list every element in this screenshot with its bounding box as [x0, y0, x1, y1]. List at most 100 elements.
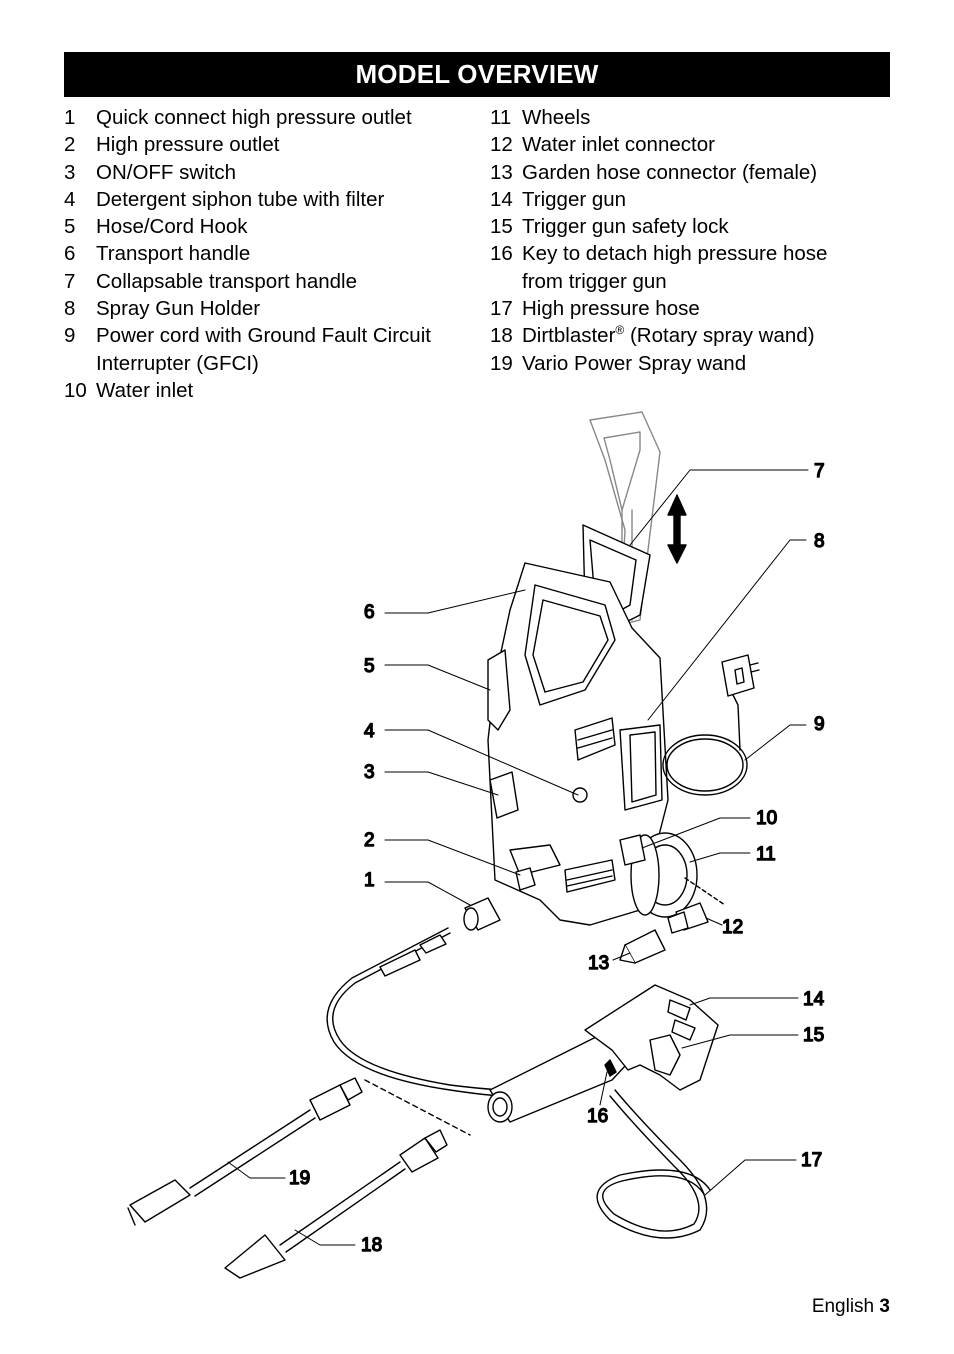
list-item: 15 Trigger gun safety lock	[490, 213, 900, 240]
list-item: 2 High pressure outlet	[64, 131, 484, 158]
item-number: 9	[64, 324, 76, 348]
list-item-continuation: Interrupter (GFCI)	[64, 350, 484, 377]
page-number: 3	[879, 1296, 890, 1317]
item-label-continued: from trigger gun	[522, 269, 667, 293]
item-number: 17	[490, 297, 513, 321]
trigger-gun-drawing	[487, 984, 719, 1123]
callout-8: 8	[814, 531, 825, 552]
parts-list-right: 11 Wheels 12 Water inlet connector 13 Garde…	[490, 104, 900, 377]
item-number: 18	[490, 324, 513, 348]
item-number: 15	[490, 215, 513, 239]
item-number: 16	[490, 242, 513, 266]
callout-6: 6	[364, 602, 375, 623]
item-number: 8	[64, 297, 76, 321]
pressure-washer-illustration: 7 8 6 5 9 4 3 10 2 11 1 12 13 14 15 16 1…	[127, 411, 825, 1279]
list-item: 5 Hose/Cord Hook	[64, 213, 484, 240]
item-label: Spray Gun Holder	[96, 297, 261, 321]
item-label: Quick connect high pressure outlet	[96, 106, 412, 129]
callout-18: 18	[361, 1235, 382, 1256]
list-item: 3 ON/OFF switch	[64, 159, 484, 186]
footer-language: English	[811, 1296, 875, 1317]
item-number: 5	[64, 215, 76, 239]
page-footer: English 3	[812, 1296, 890, 1318]
item-label: Dirtblaster® (Rotary spray wand)	[522, 323, 815, 348]
item-label: Key to detach high pressure hose	[522, 242, 828, 266]
list-item: 17 High pressure hose	[490, 295, 900, 322]
list-item: 13 Garden hose connector (female)	[490, 159, 900, 186]
callout-4: 4	[364, 721, 375, 742]
parts-list-left: 1 Quick connect high pressure outlet 2 Hig…	[64, 104, 484, 404]
item-label: High pressure hose	[522, 297, 700, 321]
callout-10: 10	[756, 808, 777, 829]
item-label: Hose/Cord Hook	[96, 215, 248, 239]
item-label: Trigger gun safety lock	[522, 215, 729, 239]
list-item: 4 Detergent siphon tube with filter	[64, 186, 484, 213]
item-number: 1	[64, 106, 76, 129]
list-item: 7 Collapsable transport handle	[64, 268, 484, 295]
callout-7: 7	[814, 461, 825, 482]
high-pressure-hose-drawing	[326, 927, 711, 1239]
item-number: 11	[490, 106, 512, 129]
list-item: 6 Transport handle	[64, 240, 484, 267]
list-item: 14 Trigger gun	[490, 186, 900, 213]
item-label-continued: Interrupter (GFCI)	[96, 351, 259, 375]
callout-11: 11	[756, 844, 776, 865]
list-item: 19 Vario Power Spray wand	[490, 350, 900, 377]
item-label: Garden hose connector (female)	[522, 160, 818, 184]
connectors-drawing	[515, 834, 709, 964]
callout-16: 16	[587, 1106, 608, 1127]
item-number: 14	[490, 187, 513, 211]
washer-body-drawing	[487, 524, 669, 926]
section-title: MODEL OVERVIEW	[64, 52, 890, 97]
item-number: 12	[490, 133, 513, 157]
item-label: Vario Power Spray wand	[522, 351, 747, 375]
item-number: 4	[64, 187, 76, 211]
callout-15: 15	[803, 1025, 824, 1046]
item-number: 6	[64, 242, 76, 266]
dirtblaster-drawing	[224, 1129, 448, 1279]
registered-mark: ®	[615, 323, 625, 338]
item-label: Transport handle	[96, 242, 251, 266]
quick-connect-drawing	[463, 897, 501, 931]
callout-3: 3	[364, 762, 375, 783]
item-number: 3	[64, 160, 76, 184]
item-label: Collapsable transport handle	[96, 269, 357, 293]
list-item: 10 Water inlet	[64, 377, 484, 404]
item-number: 2	[64, 133, 76, 157]
item-number: 13	[490, 160, 513, 184]
item-number: 10	[64, 378, 87, 402]
item-label: Water inlet connector	[522, 133, 715, 157]
list-item: 11 Wheels	[490, 104, 900, 131]
leader-lines	[227, 469, 809, 1246]
up-down-arrow-icon	[667, 494, 687, 564]
list-item-continuation: from trigger gun	[490, 268, 900, 295]
callout-14: 14	[803, 989, 825, 1010]
alignment-dashed-line	[364, 1079, 471, 1136]
list-item: 16 Key to detach high pressure hose	[490, 240, 900, 267]
callout-5: 5	[364, 656, 375, 677]
list-item: 1 Quick connect high pressure outlet	[64, 104, 484, 131]
item-label: Wheels	[522, 106, 591, 129]
item-label: Water inlet	[96, 378, 194, 402]
list-item: 18 Dirtblaster® (Rotary spray wand)	[490, 322, 900, 349]
item-label: ON/OFF switch	[96, 160, 237, 184]
list-item: 9 Power cord with Ground Fault Circuit	[64, 322, 484, 349]
callout-1: 1	[364, 870, 375, 891]
vario-wand-drawing	[127, 1077, 363, 1226]
item-label: High pressure outlet	[96, 133, 280, 157]
callout-19: 19	[289, 1168, 310, 1189]
item-number: 19	[490, 351, 513, 375]
item-label: Trigger gun	[522, 187, 627, 211]
callout-17: 17	[801, 1150, 822, 1171]
item-number: 7	[64, 269, 76, 293]
item-label: Power cord with Ground Fault Circuit	[96, 324, 431, 348]
inlet-dashed-line	[684, 877, 726, 906]
list-item: 12 Water inlet connector	[490, 131, 900, 158]
item-label: Detergent siphon tube with filter	[96, 187, 385, 211]
callout-13: 13	[588, 953, 609, 974]
callout-12: 12	[722, 917, 743, 938]
callout-2: 2	[364, 830, 375, 851]
power-cord-drawing	[662, 654, 760, 796]
list-item: 8 Spray Gun Holder	[64, 295, 484, 322]
callout-9: 9	[814, 714, 825, 735]
